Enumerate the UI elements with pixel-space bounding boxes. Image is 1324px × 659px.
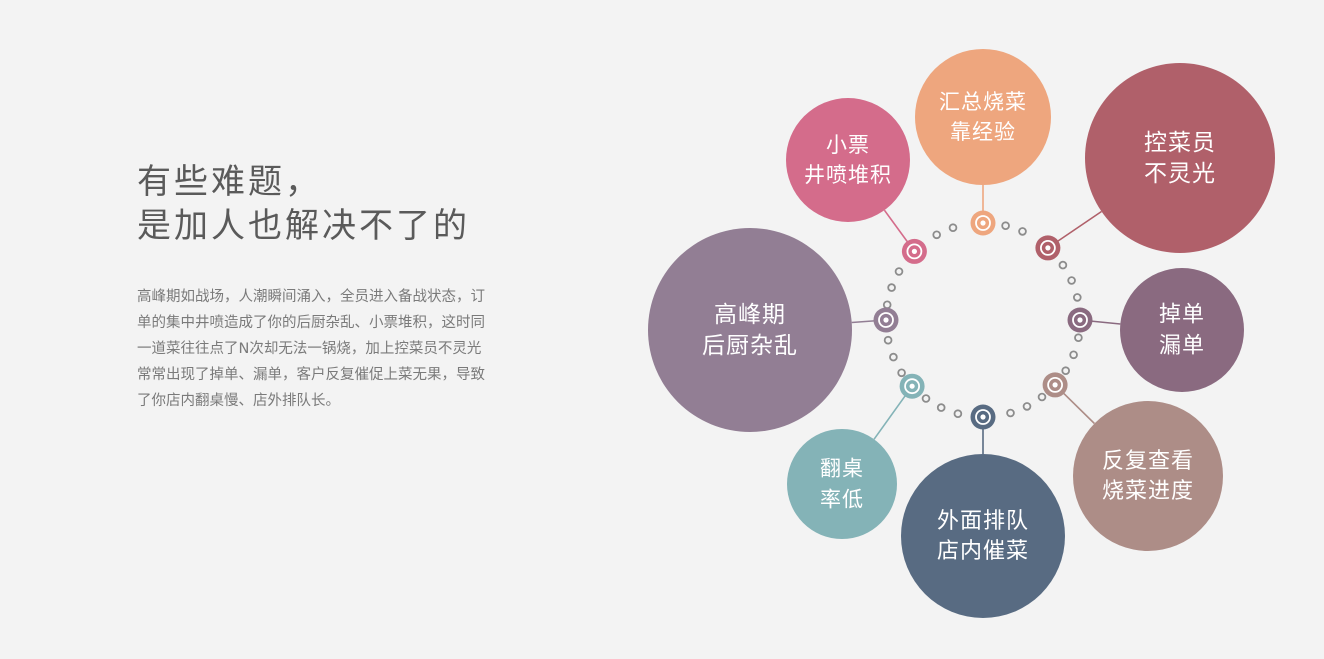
ring-marker-tickets — [901, 238, 927, 264]
ring-marker-peak — [873, 307, 899, 333]
bubble-label-check-line-1: 反复查看 — [1102, 449, 1194, 474]
ring-marker-ring — [906, 243, 923, 260]
description-line-5: 了你店内翻桌慢、店外排队长。 — [137, 393, 340, 409]
bubble-circle-peak — [648, 228, 852, 432]
headline: 有些难题， 是加人也解决不了的 — [137, 160, 557, 248]
bubble-label-turnover-line-2: 率低 — [820, 488, 864, 512]
bubble-label-queue-line-2: 店内催菜 — [937, 539, 1029, 564]
ring-dot — [894, 267, 904, 276]
ring-marker-queue — [970, 404, 996, 430]
bubble-label-drop-line-1: 掉单 — [1159, 303, 1205, 328]
bubble-label-check-line-2: 烧菜进度 — [1102, 479, 1194, 504]
ring-marker-ring — [1040, 239, 1056, 256]
ring-dot — [897, 368, 906, 378]
ring-dot — [1069, 350, 1078, 360]
description-line-2: 单的集中井喷造成了你的后厨杂乱、小票堆积，这时同 — [137, 315, 485, 331]
ring-dot — [887, 283, 896, 292]
bubble-label-peak-line-2: 后厨杂乱 — [702, 333, 798, 359]
bubble-circle-drop — [1120, 268, 1244, 392]
ring-marker-ring — [878, 312, 894, 328]
bubble-circle-tickets — [786, 98, 910, 222]
ring-marker-ring — [975, 409, 991, 425]
bubbles: 高峰期后厨杂乱小票井喷堆积汇总烧菜靠经验控菜员不灵光掉单漏单反复查看烧菜进度外面… — [648, 49, 1275, 618]
bubble-label-summary-line-2: 靠经验 — [950, 120, 1016, 144]
bubble-label-tickets-line-1: 小票 — [826, 133, 870, 157]
bubble-label-summary-line-1: 汇总烧菜 — [939, 90, 1027, 114]
ring-dot — [1001, 221, 1010, 231]
ring-marker-center — [1052, 382, 1058, 388]
ring-dot — [1022, 402, 1032, 411]
ring-dot — [953, 409, 963, 419]
ring-dot — [936, 403, 946, 412]
description-line-1: 高峰期如战场，人潮瞬间涌入，全员进入备战状态，订 — [137, 289, 485, 305]
ring-dot — [1074, 333, 1083, 343]
ring-marker-ring — [1047, 376, 1063, 393]
bubble-label-turnover-line-1: 翻桌 — [820, 457, 864, 481]
ring-markers — [873, 210, 1093, 430]
ring-dot — [1037, 392, 1047, 402]
bubble-label-queue-line-1: 外面排队 — [937, 509, 1029, 534]
description-line-3: 一道菜往往点了N次却无法一锅烧，加上控菜员不灵光 — [137, 341, 482, 357]
ring-marker-check — [1042, 372, 1068, 398]
ring-marker-drop — [1067, 307, 1093, 333]
description: 高峰期如战场，人潮瞬间涌入，全员进入备战状态，订 单的集中井喷造成了你的后厨杂乱… — [137, 284, 547, 414]
bubble-circle-queue — [901, 454, 1065, 618]
ring-marker-center — [980, 414, 986, 420]
ring-dot — [883, 335, 893, 345]
bubble-label-controller-line-2: 不灵光 — [1144, 161, 1216, 187]
headline-line-2: 是加人也解决不了的 — [137, 206, 470, 246]
bubble-circle-check — [1073, 401, 1223, 551]
ring-marker-center — [1045, 245, 1051, 251]
ring-dots — [882, 221, 1083, 419]
ring-marker-center — [911, 248, 918, 254]
bubble-label-drop-line-2: 漏单 — [1159, 334, 1205, 359]
ring-dot — [1073, 293, 1082, 302]
ring-dot — [1006, 408, 1015, 418]
bubble-circle-summary — [915, 49, 1051, 185]
ring-dot — [921, 394, 931, 403]
bubble-label-tickets-line-2: 井喷堆积 — [804, 163, 892, 187]
ring-marker-center — [909, 383, 915, 389]
ring-dot — [882, 300, 892, 310]
ring-dot — [889, 352, 898, 362]
bubble-label-peak-line-1: 高峰期 — [714, 302, 786, 328]
ring-marker-controller — [1035, 235, 1061, 261]
ring-dot — [948, 223, 958, 233]
ring-marker-ring — [975, 215, 991, 231]
description-line-4: 常常出现了掉单、漏单，客户反复催促上菜无果，导致 — [137, 367, 485, 383]
ring-marker-center — [980, 220, 986, 226]
ring-marker-ring — [1072, 312, 1088, 328]
ring-dot — [1018, 227, 1027, 236]
bubble-circle-turnover — [787, 429, 897, 539]
ring-marker-center — [1077, 317, 1083, 323]
ring-marker-center — [883, 317, 889, 323]
ring-marker-summary — [970, 210, 996, 236]
headline-line-1: 有些难题， — [137, 162, 322, 202]
bubble-label-controller-line-1: 控菜员 — [1144, 130, 1216, 156]
ring-dot — [1061, 366, 1070, 376]
bubble-circle-controller — [1085, 63, 1275, 253]
bubble-controller: 控菜员不灵光 — [1085, 63, 1275, 253]
ring-marker-turnover — [899, 373, 925, 399]
ring-dot — [1067, 276, 1076, 285]
ring-dot — [932, 230, 941, 240]
ring-dot — [1058, 260, 1068, 270]
ring-marker-ring — [904, 378, 920, 395]
